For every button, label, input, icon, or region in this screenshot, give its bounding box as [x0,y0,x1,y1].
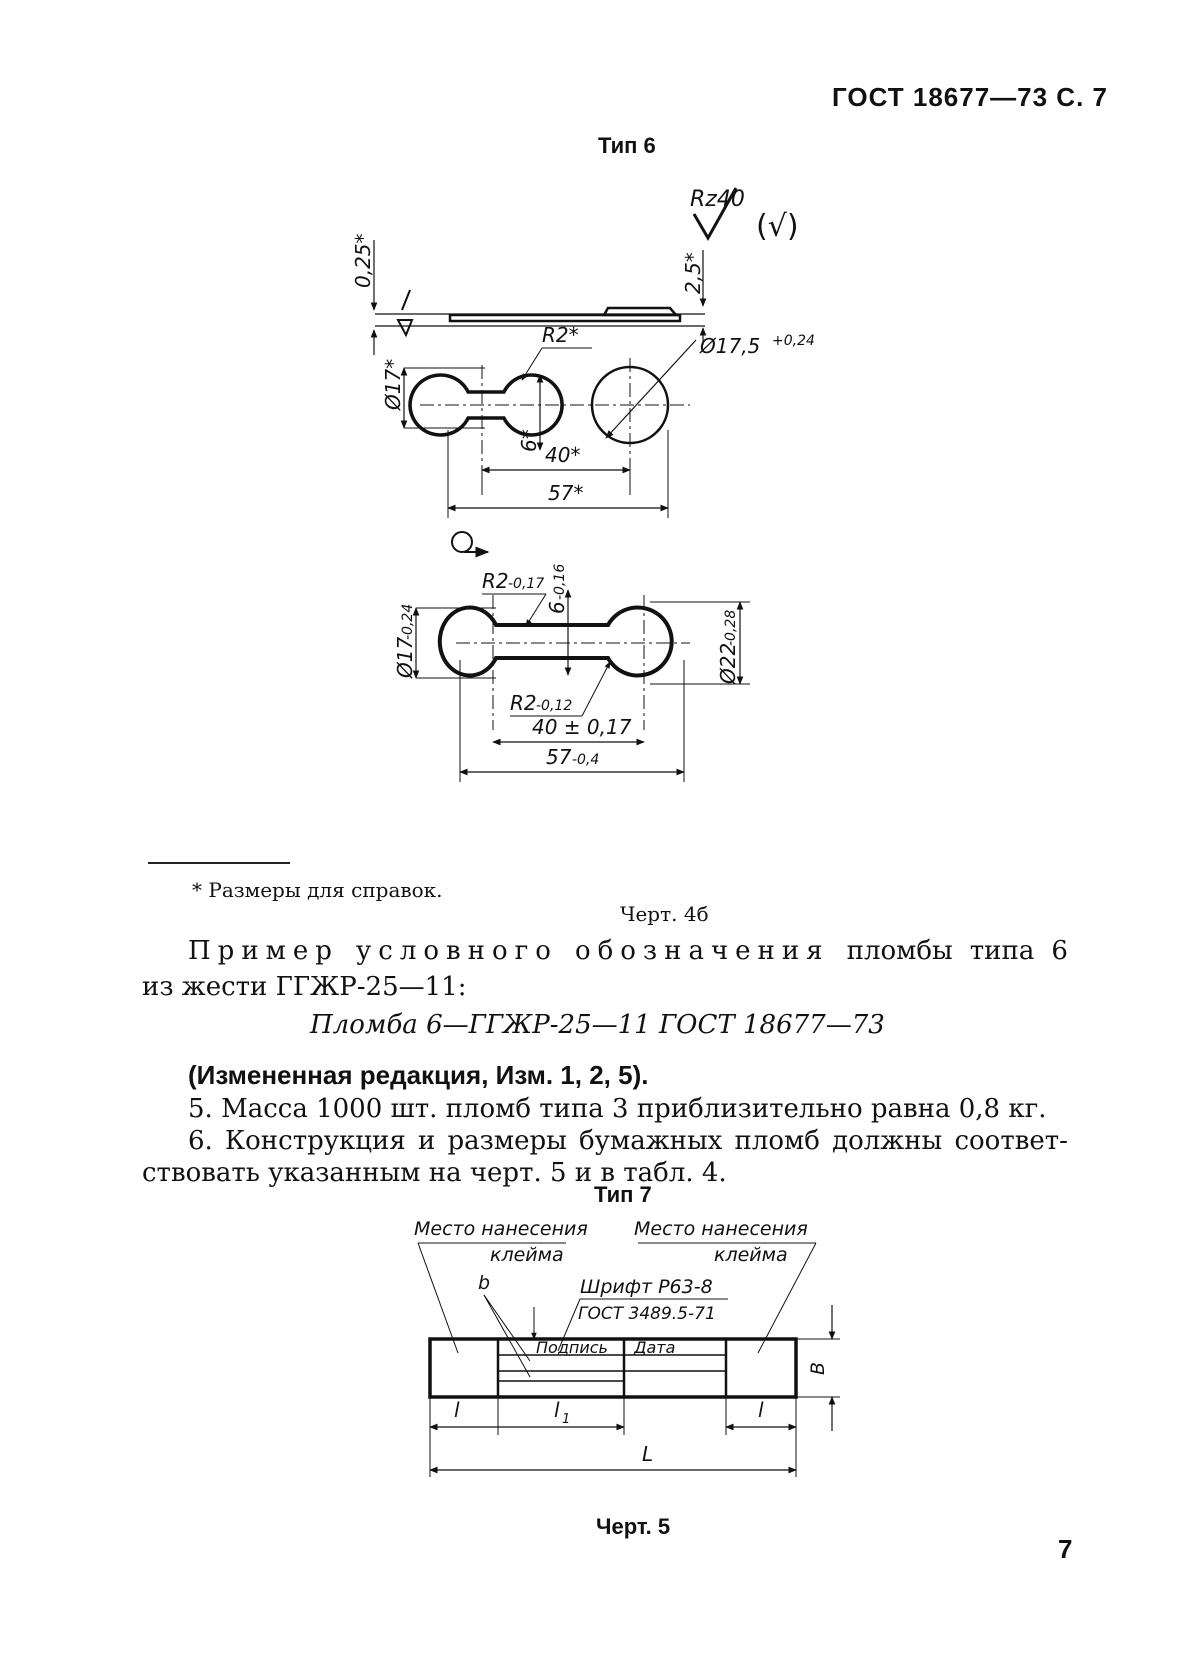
type6-drawing: Rz40 (√) 0,25* 2,5* Ø17* R2* 6* Ø17,5 +0… [351,187,815,782]
item6-word: бумажных [579,1126,723,1156]
example-word: типа [969,936,1035,966]
dim-diameter-bottom-right: Ø22 [716,643,740,685]
dim-length-bottom: 57 [546,745,572,769]
font-note-2: ГОСТ 3489.5-71 [578,1304,716,1324]
dim-neck-bottom-tol: -0,16 [552,564,568,600]
figure-4b-caption: Черт. 4б [620,902,709,926]
document-header: ГОСТ 18677—73 С. 7 [832,82,1108,112]
item6-word: размеры [447,1126,567,1156]
page-number: 7 [1058,1534,1073,1564]
plan-view-bottom-outline [437,605,674,678]
roughness-extra: (√) [756,209,799,244]
dim-diameter-bottom-right-tol: -0,28 [723,610,739,646]
dim-height: 2,5* [681,252,705,294]
dim-neck-bottom: 6 [545,601,569,614]
dim-radius-top: R2 [482,569,509,593]
roughness-side-icon [396,289,414,338]
dim-B: B [807,1362,829,1375]
dim-thickness: 0,25* [351,233,375,288]
cell-date: Дата [633,1338,675,1357]
dim-radius-bottom-tol: -0,12 [536,698,572,714]
item6-word: Конструкция [225,1126,406,1156]
dim-length: 57* [548,481,583,505]
item6-word: 6. [188,1126,213,1156]
roughness-check-icon [692,187,738,242]
example-designation: Пломба 6—ГГЖР-25—11 ГОСТ 18677—73 [310,1010,885,1040]
side-view-rim [601,306,679,317]
rotation-icon [451,531,473,553]
item-6-line-1: 6. Конструкция и размеры бумажных пломб … [188,1122,1068,1160]
dim-diameter-outer-tol: +0,24 [772,333,815,349]
item6-word: должны [832,1126,943,1156]
dim-length-bottom-tol: -0,4 [572,752,599,768]
label-left-1: Место нанесения [414,1218,588,1240]
dim-diameter-left: Ø17* [381,359,405,411]
revision-note: (Измененная редакция, Изм. 1, 2, 5). [188,1060,649,1090]
dim-diameter-outer: Ø17,5 [699,334,760,358]
font-note-1: Шрифт Р63-8 [580,1276,713,1298]
example-line-1: Пример условного обозначения пломбы типа… [188,932,1068,970]
item6-word: и [417,1126,436,1156]
example-line-2: из жести ГГЖР-25—11: [142,972,467,1002]
side-view-plate [448,313,682,323]
item6-word: пломб [734,1126,820,1156]
example-word: условного [355,936,558,966]
dim-radius: R2* [542,323,579,347]
dim-radius-bottom: R2 [510,691,537,715]
label-right-1: Место нанесения [634,1218,808,1240]
roughness-label: Rz40 [690,187,745,212]
label-left-2: клейма [490,1244,564,1266]
example-word: 6 [1051,936,1068,966]
dim-L: L [642,1442,653,1466]
dim-l1-sub: 1 [562,1412,570,1427]
example-word: пломбы [846,936,953,966]
item-6-line-2: ствовать указанным на черт. 5 и в табл. … [142,1158,727,1188]
dim-l-right: l [758,1398,764,1422]
footnote-rule [148,862,290,864]
dim-l-left: l [454,1398,460,1422]
example-word: обозначения [574,936,830,966]
paper-seal-outline [428,1337,798,1399]
type7-drawing: Место нанесения клейма Место нанесения к… [414,1218,840,1477]
footnote: * Размеры для справок. [192,878,443,902]
type7-title: Тип 7 [594,1182,652,1207]
label-right-2: клейма [714,1244,788,1266]
dim-l1: l [554,1398,560,1422]
dim-neck: 6* [517,429,541,452]
item-5: 5. Масса 1000 шт. пломб типа 3 приблизит… [188,1094,1047,1124]
dim-center-distance-bottom: 40 ± 0,17 [532,715,632,739]
type6-title: Тип 6 [598,133,656,158]
dim-b: b [478,1272,490,1294]
figure-5-caption: Черт. 5 [596,1514,671,1539]
dim-diameter-bottom-left-tol: -0,24 [400,604,416,640]
example-word: Пример [188,936,339,966]
cell-signature: Подпись [536,1338,608,1357]
dim-diameter-bottom-left: Ø17 [393,637,417,679]
item6-word: соответ- [954,1126,1068,1156]
dim-center-distance: 40* [545,443,580,467]
dim-radius-top-tol: -0,17 [508,576,544,592]
